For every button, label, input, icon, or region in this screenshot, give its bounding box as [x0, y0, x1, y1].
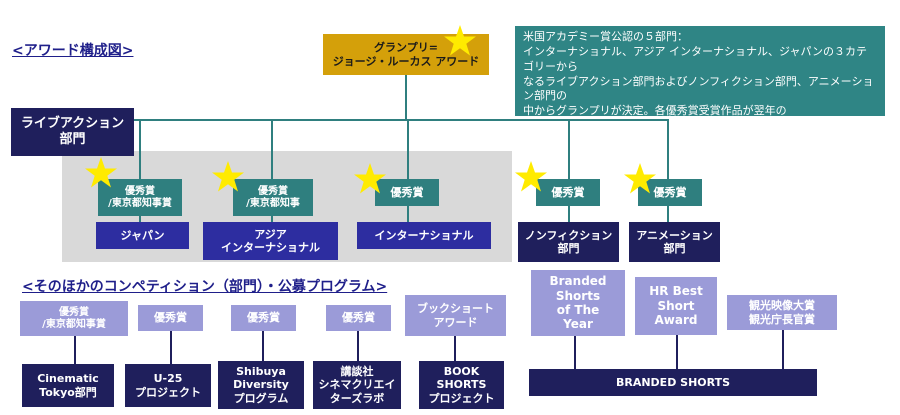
connector-animation — [667, 119, 669, 179]
star-icon — [515, 161, 547, 192]
connector-japan — [139, 119, 141, 179]
live-action-box: ライブアクション 部門 — [11, 108, 134, 156]
branded-shorts-of-the-year: Branded Shorts of The Year — [531, 270, 625, 336]
star-icon — [354, 163, 386, 194]
program-cinematic-tokyo: Cinematic Tokyo部門 — [22, 364, 114, 407]
category-nonfiction: ノンフィクション 部門 — [518, 222, 619, 262]
program-shibuya-diversity: Shibuya Diversity プログラム — [218, 361, 304, 409]
award-prize-asia: 優秀賞 /東京都知事 — [233, 179, 313, 216]
connector-other-2 — [170, 331, 172, 364]
connector-asia — [271, 119, 273, 179]
category-asia-international: アジア インターナショナル — [203, 222, 338, 260]
award-prize-japan: 優秀賞 /東京都知事賞 — [98, 179, 182, 216]
grand-prix-box: グランプリ= ジョージ・ルーカス アワード — [323, 34, 489, 75]
program-book-shorts: BOOK SHORTS プロジェクト — [419, 361, 504, 409]
award-chart-title: <アワード構成図> — [12, 43, 134, 59]
other-prize-cinematic: 優秀賞 /東京都知事賞 — [20, 301, 128, 336]
connector-grand-prix — [405, 75, 407, 119]
other-competitions-title: <そのほかのコンペティション（部門）・公募プログラム> — [22, 279, 388, 295]
program-kodansha: 講談社 シネマクリエイ ターズラボ — [313, 361, 401, 409]
connector-international — [407, 119, 409, 179]
connector-nonfiction — [568, 119, 570, 179]
connector-international-lower — [407, 206, 409, 222]
other-prize-u25: 優秀賞 — [138, 305, 203, 331]
connector-branded-1 — [574, 330, 576, 370]
award-prize-international: 優秀賞 — [375, 179, 439, 206]
branded-shorts-program: BRANDED SHORTS — [529, 369, 817, 396]
star-icon — [444, 25, 476, 56]
connector-asia-lower — [271, 212, 273, 222]
connector-branded-2 — [676, 330, 678, 370]
connector-animation-lower — [667, 206, 669, 222]
info-box: 米国アカデミー賞公認の５部門： インターナショナル、アジア インターナショナル、… — [515, 26, 885, 132]
tourism-video-award: 観光映像大賞 観光庁長官賞 — [727, 295, 837, 330]
other-prize-shibuya: 優秀賞 — [231, 305, 296, 331]
connector-other-4 — [357, 331, 359, 361]
connector-nonfiction-lower — [568, 206, 570, 222]
connector-other-5 — [454, 336, 456, 361]
star-icon — [85, 157, 117, 188]
program-u25: U-25 プロジェクト — [125, 364, 211, 407]
connector-japan-lower — [139, 212, 141, 222]
connector-branded-3 — [782, 330, 784, 370]
other-prize-bookshort: ブックショート アワード — [405, 295, 506, 336]
category-international: インターナショナル — [357, 222, 491, 249]
other-prize-kodansha: 優秀賞 — [326, 305, 391, 331]
connector-horizontal — [122, 119, 668, 121]
hr-best-short-award: HR Best Short Award — [635, 277, 717, 335]
star-icon — [624, 163, 656, 194]
category-animation: アニメーション 部門 — [629, 222, 720, 262]
connector-other-3 — [262, 331, 264, 364]
award-prize-nonfiction: 優秀賞 — [536, 179, 600, 206]
connector-other-1 — [74, 336, 76, 364]
category-japan: ジャパン — [96, 222, 189, 249]
star-icon — [212, 161, 244, 192]
